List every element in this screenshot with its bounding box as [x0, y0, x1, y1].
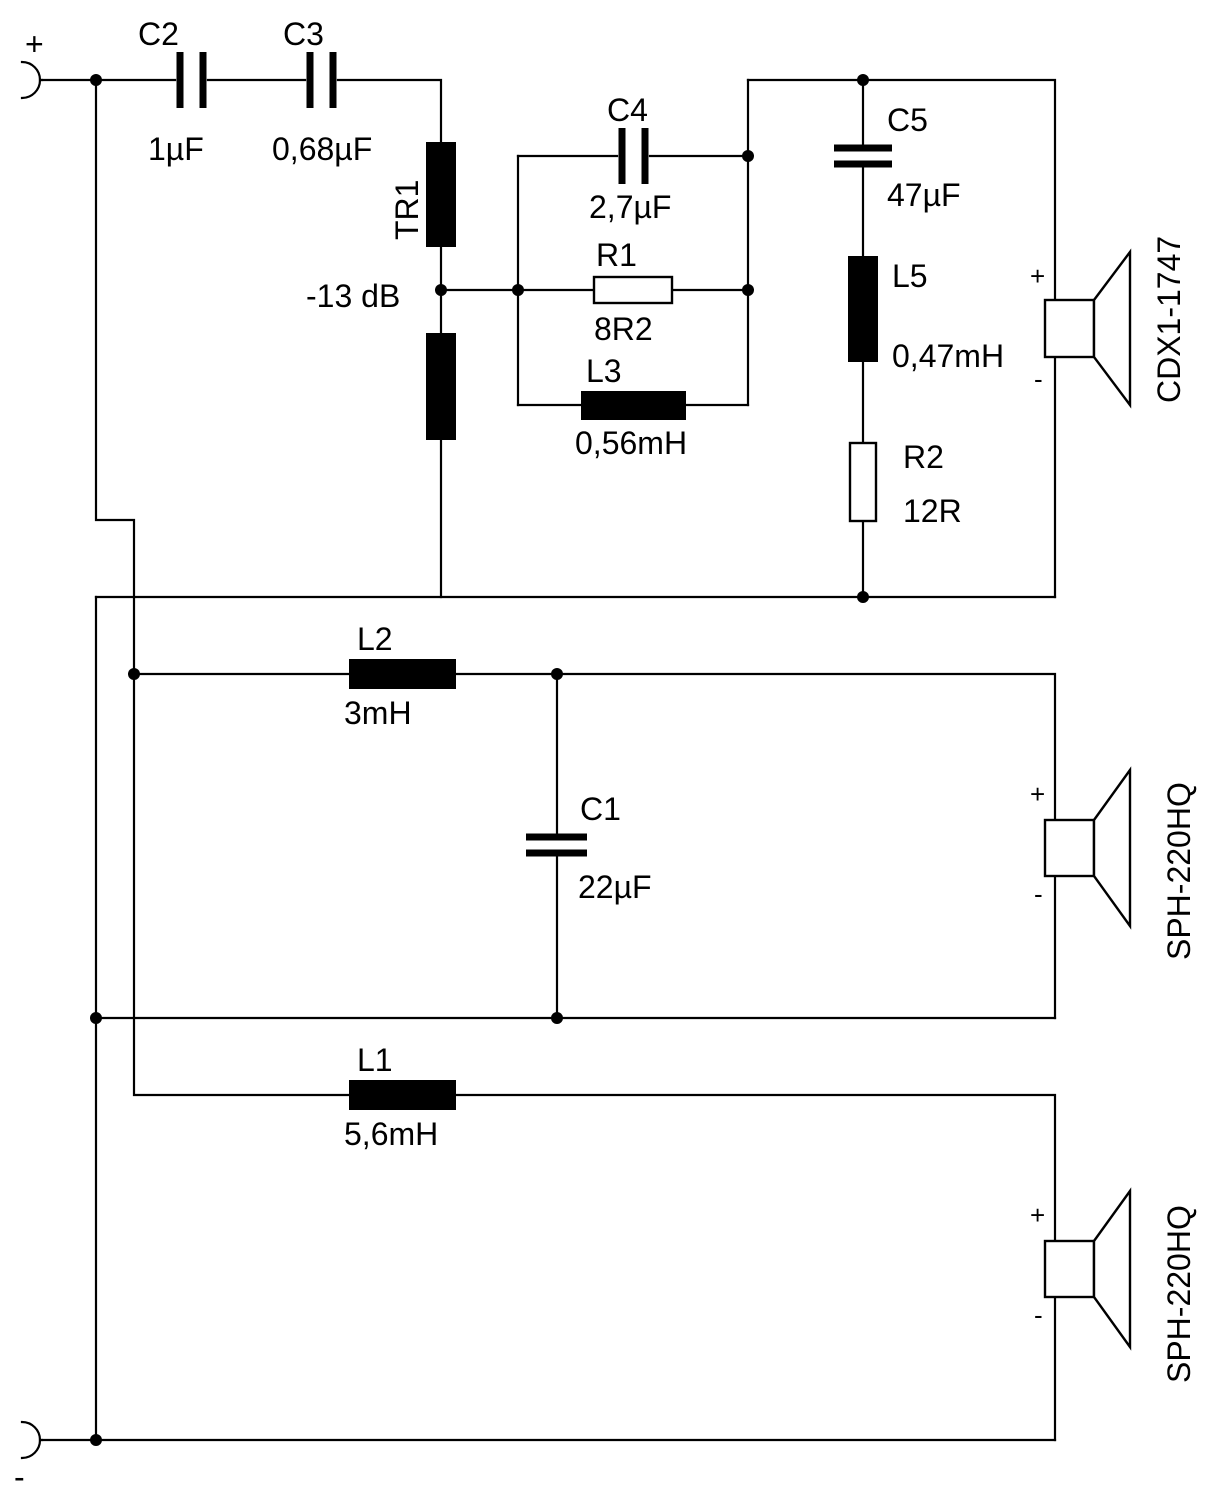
junction-dot	[551, 668, 563, 680]
woofer-2-model-label: SPH-220HQ	[1161, 1205, 1197, 1383]
tr1-name: TR1	[389, 180, 425, 240]
resistor-r1	[592, 275, 674, 305]
r1-name: R1	[596, 237, 637, 273]
c1-value: 22µF	[578, 869, 652, 905]
woofer-2-minus-label: -	[1034, 1300, 1043, 1330]
tweeter-plus-label: +	[1030, 261, 1045, 291]
junction-dot	[742, 284, 754, 296]
wires	[40, 78, 1057, 1442]
capacitor-c5	[834, 144, 892, 168]
woofer-2-speaker-icon	[1043, 1187, 1132, 1351]
c3-name: C3	[283, 16, 324, 52]
capacitor-c2	[176, 52, 207, 108]
junction-dot	[551, 1012, 563, 1024]
woofer-1-plus-label: +	[1030, 779, 1045, 809]
junction-dot	[90, 1434, 102, 1446]
c4-value: 2,7µF	[589, 189, 671, 225]
tweeter-minus-label: -	[1034, 364, 1043, 394]
inductor-l1	[349, 1080, 456, 1110]
c5-name: C5	[887, 102, 928, 138]
junction-dots	[90, 74, 869, 1446]
transformer-tr1	[426, 142, 456, 440]
l5-value: 0,47mH	[892, 338, 1004, 374]
l3-name: L3	[586, 353, 622, 389]
input-terminal-negative	[20, 1420, 44, 1460]
terminal-minus-label: -	[14, 1459, 25, 1495]
l1-value: 5,6mH	[344, 1116, 438, 1152]
woofer-2-plus-label: +	[1030, 1200, 1045, 1230]
inductor-l3	[581, 391, 686, 420]
woofer-1-minus-label: -	[1034, 879, 1043, 909]
input-terminal-positive	[20, 60, 44, 100]
tweeter-model-label: CDX1-1747	[1151, 236, 1187, 403]
inductor-l2	[349, 659, 456, 689]
junction-dot	[128, 668, 140, 680]
c3-value: 0,68µF	[272, 131, 372, 167]
c5-value: 47µF	[887, 177, 961, 213]
junction-dot	[512, 284, 524, 296]
capacitor-c3	[306, 52, 337, 108]
r1-value: 8R2	[594, 311, 653, 347]
woofer-1-speaker-icon	[1043, 766, 1132, 930]
junction-dot	[90, 74, 102, 86]
c2-name: C2	[138, 16, 179, 52]
l2-value: 3mH	[344, 695, 412, 731]
r2-value: 12R	[903, 493, 962, 529]
r2-name: R2	[903, 439, 944, 475]
terminal-plus-label: +	[25, 26, 44, 62]
c2-value: 1µF	[148, 131, 204, 167]
capacitor-c4	[618, 128, 649, 184]
junction-dot	[857, 74, 869, 86]
tweeter-speaker-icon	[1043, 248, 1132, 409]
junction-dot	[435, 284, 447, 296]
l5-name: L5	[892, 258, 928, 294]
junction-dot	[90, 1012, 102, 1024]
l1-name: L1	[357, 1042, 393, 1078]
l3-value: 0,56mH	[575, 425, 687, 461]
c1-name: C1	[580, 791, 621, 827]
tr1-tap-label: -13 dB	[306, 278, 400, 314]
woofer-1-model-label: SPH-220HQ	[1161, 782, 1197, 960]
inductor-l5	[848, 256, 878, 362]
junction-dot	[742, 150, 754, 162]
resistor-r2	[848, 441, 878, 523]
c4-name: C4	[607, 92, 648, 128]
l2-name: L2	[357, 621, 393, 657]
capacitor-c1	[526, 833, 587, 857]
junction-dot	[857, 591, 869, 603]
